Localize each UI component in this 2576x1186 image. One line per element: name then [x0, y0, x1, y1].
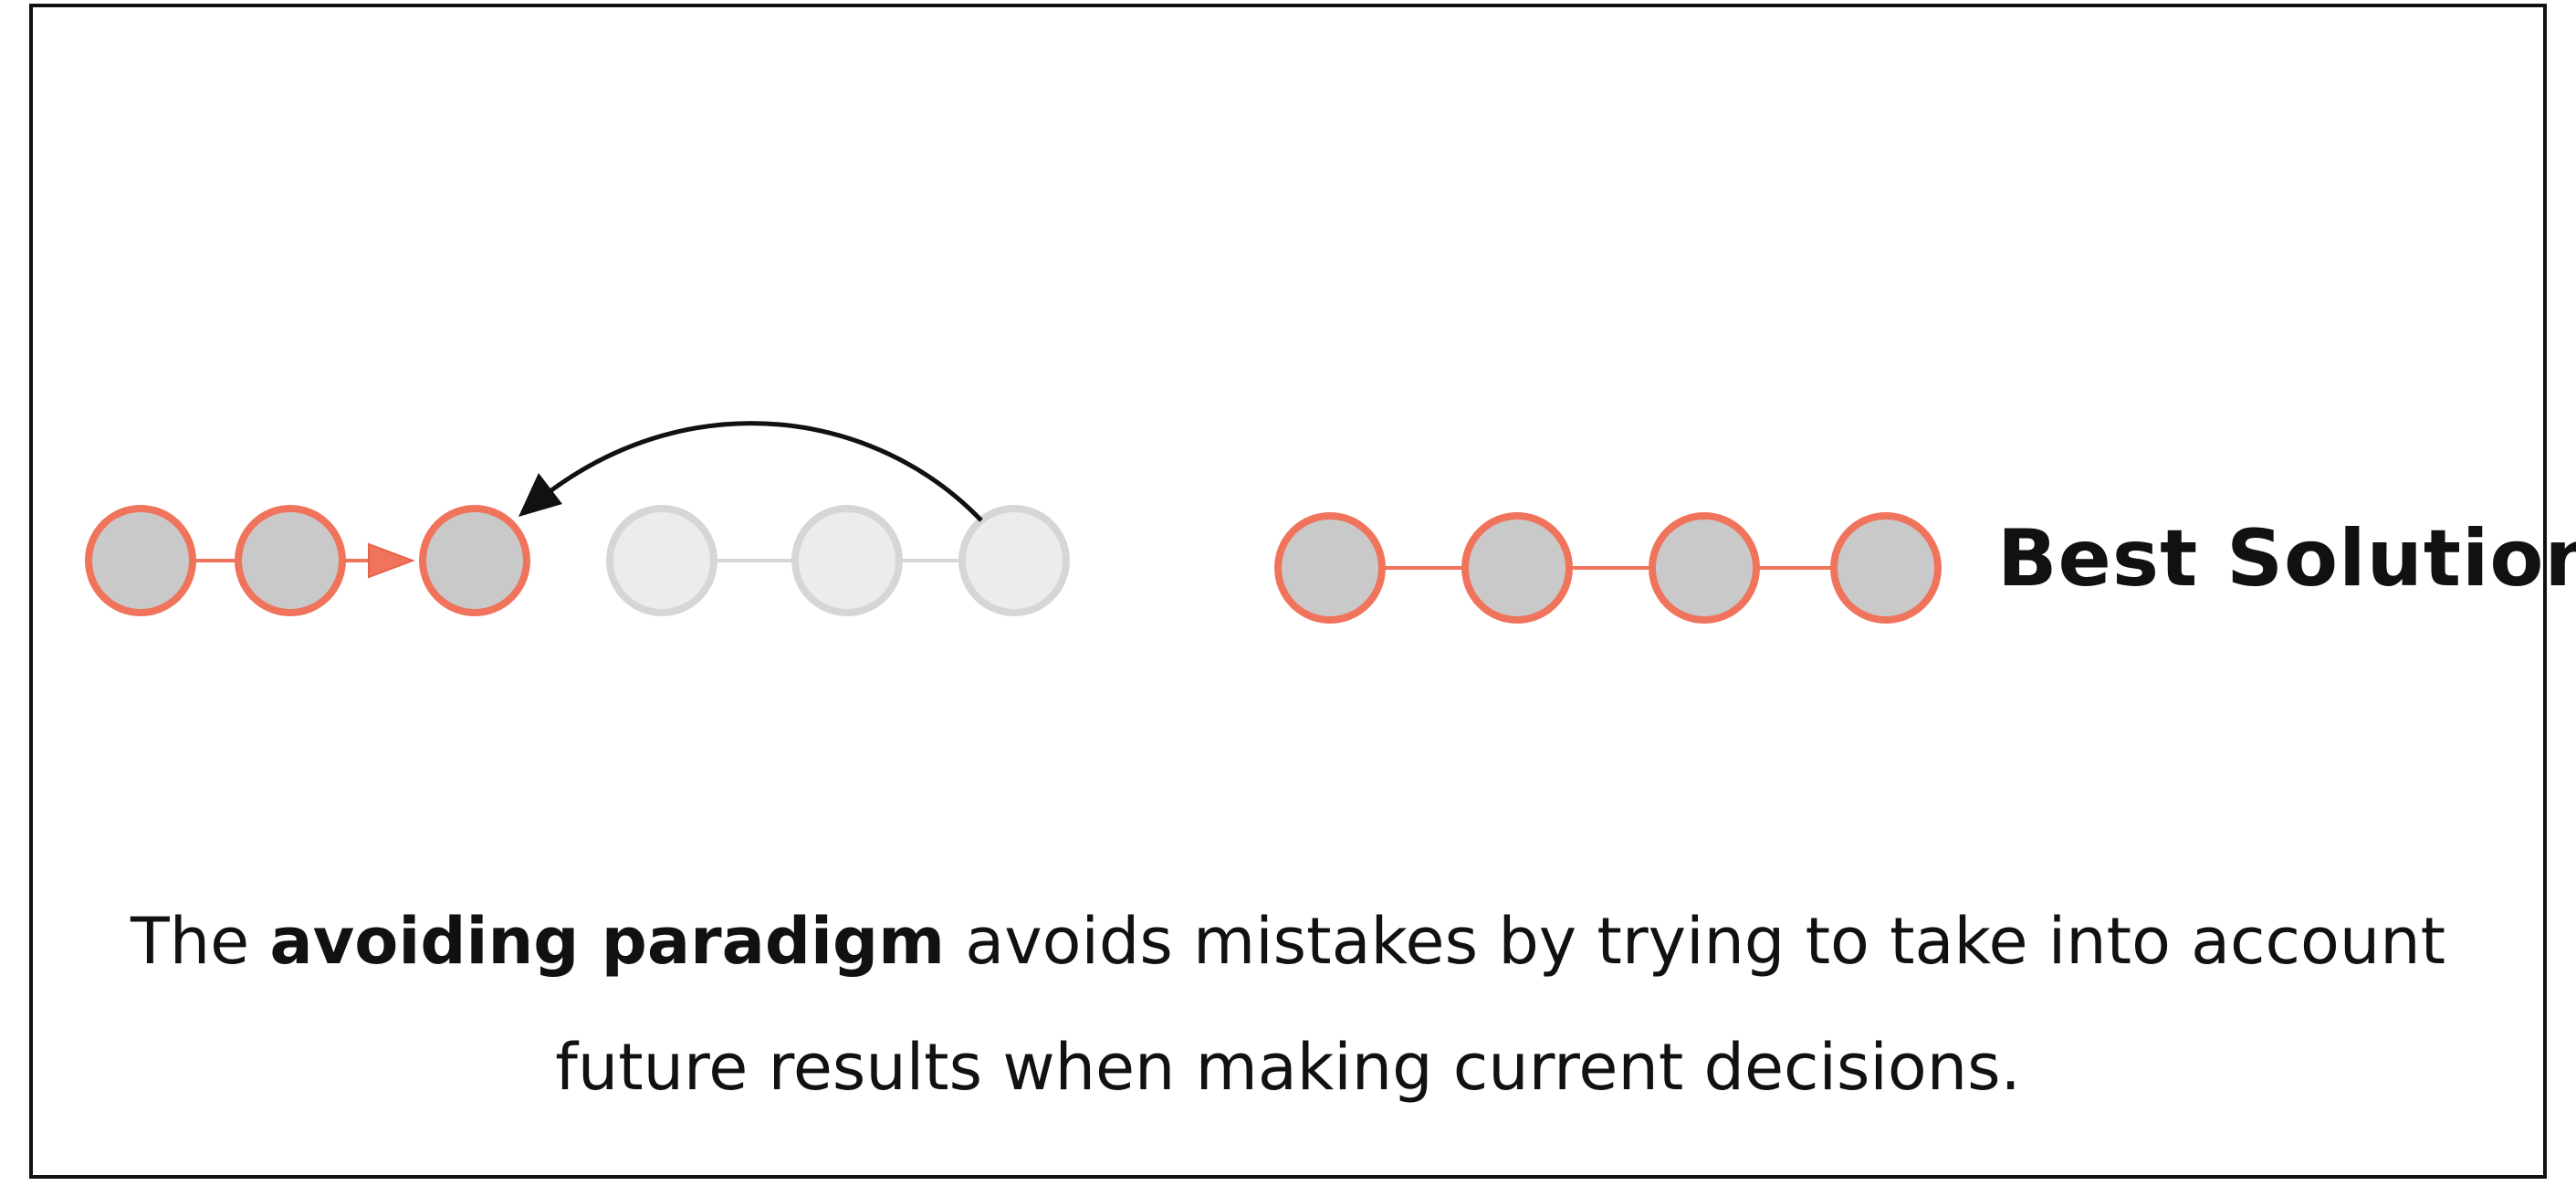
- caption-line1-rest: avoids mistakes by trying to take into a…: [945, 904, 2446, 979]
- left-arrowhead: [368, 542, 415, 579]
- faded-node-2: [791, 505, 903, 616]
- right-node-3: [1649, 512, 1760, 624]
- left-node-2: [235, 505, 346, 616]
- caption-prefix: The: [130, 904, 270, 979]
- left-node-3: [419, 505, 530, 616]
- curved-arrow-back: [546, 421, 983, 522]
- curved-arrowhead: [518, 473, 562, 517]
- right-node-1: [1274, 512, 1386, 624]
- caption-line-1: The avoiding paradigm avoids mistakes by…: [37, 878, 2539, 1004]
- caption-bold-term: avoiding paradigm: [269, 904, 946, 979]
- best-solution-label: Best Solution: [1997, 513, 2576, 604]
- left-node-1: [85, 505, 196, 616]
- right-node-4: [1830, 512, 1942, 624]
- faded-node-3: [958, 505, 1070, 616]
- caption-line-2: future results when making current decis…: [555, 1030, 2021, 1105]
- faded-node-1: [606, 505, 717, 616]
- frame-border: [29, 4, 2547, 1179]
- right-node-2: [1461, 512, 1573, 624]
- caption: The avoiding paradigm avoids mistakes by…: [37, 878, 2539, 1130]
